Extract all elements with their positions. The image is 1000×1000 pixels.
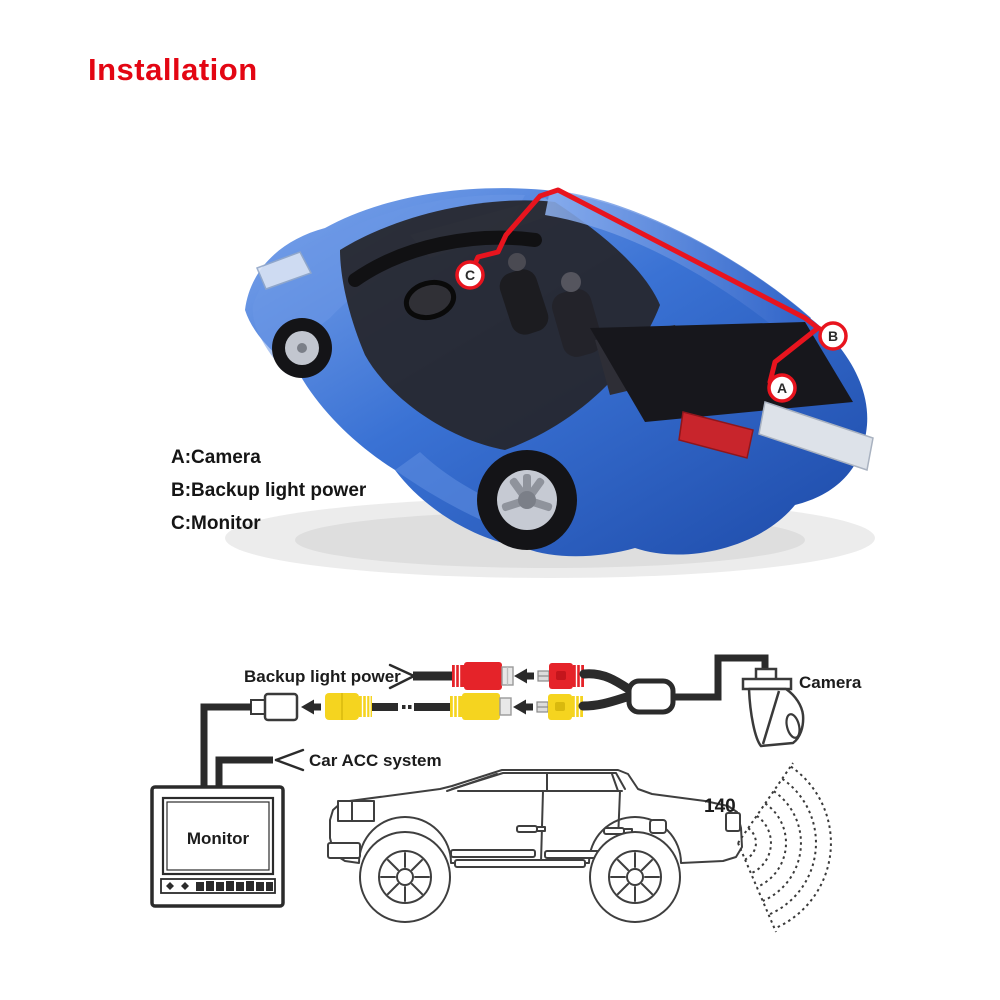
sedan-rear-wheel bbox=[589, 831, 681, 923]
red-rca-line bbox=[413, 662, 635, 695]
monitor-icon bbox=[150, 785, 285, 908]
rca-yellow-female-1 bbox=[325, 693, 372, 720]
legend-item-backup-light: B:Backup light power bbox=[171, 480, 367, 501]
rca-yellow-male bbox=[536, 694, 583, 720]
marker-c: C bbox=[455, 260, 485, 290]
car-acc-system-label: Car ACC system bbox=[309, 751, 442, 770]
rca-red-female bbox=[452, 662, 514, 690]
legend-item-monitor: C:Monitor bbox=[171, 513, 261, 534]
rca-yellow-female-2 bbox=[450, 693, 512, 720]
arrow-left-icon bbox=[513, 699, 533, 715]
monitor-video-wire bbox=[200, 703, 251, 788]
wiring-diagram: Backup light power bbox=[150, 654, 862, 933]
legend-item-camera: A:Camera bbox=[171, 447, 261, 468]
page-title: Installation bbox=[88, 52, 258, 87]
monitor-buttons bbox=[166, 881, 273, 891]
yellow-rca-line bbox=[250, 691, 635, 722]
monitor-label: Monitor bbox=[187, 829, 250, 848]
arrow-left-icon bbox=[301, 699, 321, 715]
sedan-front-wheel bbox=[359, 831, 451, 923]
marker-a: A bbox=[767, 373, 797, 403]
radar-fan-icon bbox=[737, 762, 832, 933]
svg-text:C: C bbox=[465, 267, 475, 283]
tail-light bbox=[678, 411, 754, 459]
fork-right-icon bbox=[388, 663, 416, 690]
backup-light-power-label: Backup light power bbox=[244, 667, 401, 686]
arrow-left-icon bbox=[514, 668, 534, 684]
marker-b: B bbox=[818, 321, 848, 351]
car-interior bbox=[340, 200, 660, 450]
camera-icon bbox=[741, 667, 805, 748]
junction-box bbox=[626, 678, 676, 715]
steering-wheel bbox=[403, 279, 457, 321]
front-wheel bbox=[272, 318, 332, 378]
rca-red-male bbox=[537, 663, 584, 689]
view-angle-label: 140 bbox=[704, 796, 736, 817]
legend: A:Camera B:Backup light power C:Monitor bbox=[171, 441, 366, 540]
camera-wire bbox=[671, 654, 769, 701]
svg-text:A: A bbox=[777, 380, 787, 396]
car-roof-edge bbox=[545, 190, 811, 340]
monitor-acc-wire bbox=[215, 756, 273, 788]
svg-text:B: B bbox=[828, 328, 838, 344]
car-cutaway-illustration: C B A bbox=[225, 187, 875, 578]
dashboard bbox=[348, 230, 542, 287]
fork-left-icon bbox=[274, 748, 305, 772]
rear-wheel bbox=[477, 450, 577, 550]
camera-label: Camera bbox=[799, 673, 862, 692]
sedan-outline bbox=[327, 769, 743, 923]
headlight bbox=[256, 251, 313, 290]
monitor-plug bbox=[250, 692, 299, 722]
license-plate bbox=[758, 401, 874, 471]
